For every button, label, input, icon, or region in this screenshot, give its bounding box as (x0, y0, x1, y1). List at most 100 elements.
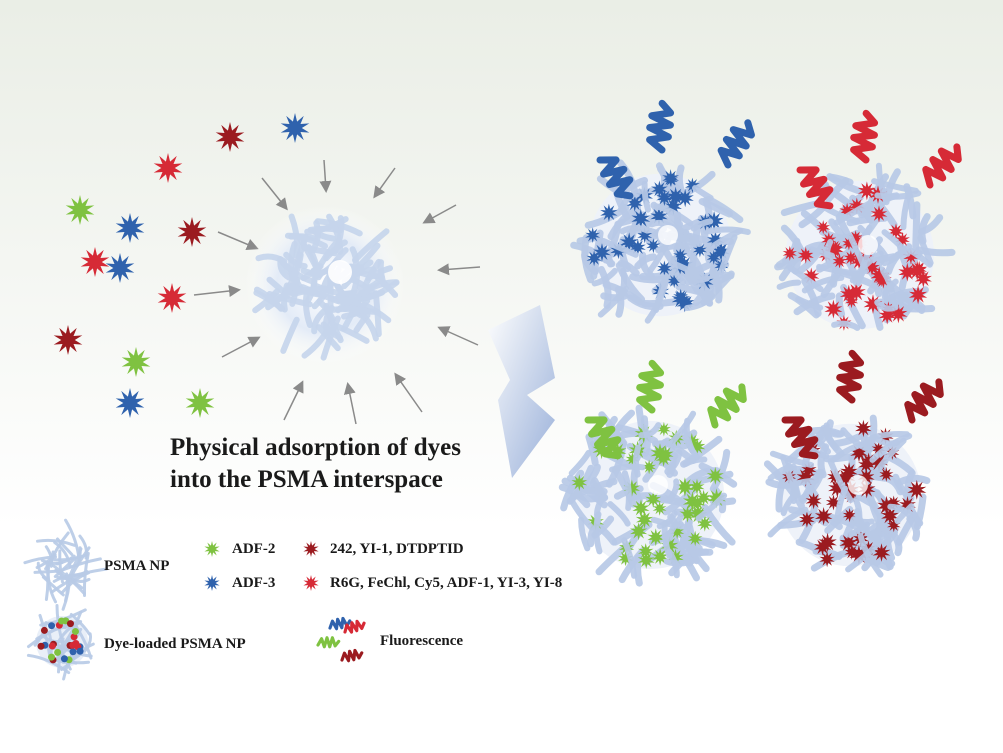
polymer-fiber (311, 308, 327, 335)
polymer-fiber (641, 424, 651, 457)
star-dye-icon (801, 461, 817, 478)
fluorescence-wave-icon (717, 119, 755, 169)
star-dye-icon (303, 575, 319, 591)
star-dye-icon (706, 250, 721, 265)
star-dye-icon (675, 477, 695, 497)
caption: Physical adsorption of dyes into the PSM… (170, 432, 461, 496)
polymer-fiber (621, 470, 632, 511)
star-dye-icon (695, 489, 712, 506)
polymer-fiber (615, 261, 646, 303)
star-dye-icon (571, 474, 588, 491)
star-dye-icon (303, 541, 319, 557)
star-dye-icon (839, 533, 858, 553)
star-dye-icon (676, 189, 694, 208)
polymer-fiber (69, 613, 91, 636)
star-dye-icon (673, 248, 688, 264)
polymer-fiber (377, 259, 387, 288)
legend-dye-loaded-label: Dye-loaded PSMA NP (104, 636, 246, 652)
star-dye-icon (907, 479, 927, 500)
dye-loaded-np-darkred (763, 414, 931, 578)
fluorescence-wave-icon (904, 378, 944, 424)
star-dye-icon (805, 492, 822, 510)
polymer-fiber (619, 224, 651, 235)
polymer-fiber (320, 321, 343, 341)
polymer-fiber (313, 238, 341, 275)
polymer-fiber (798, 468, 825, 503)
polymer-fiber (284, 232, 328, 250)
polymer-fiber (906, 515, 921, 542)
star-dye-icon (908, 285, 928, 305)
star-dye-icon (869, 452, 889, 472)
star-dye-icon (796, 467, 815, 487)
star-dye-icon (899, 496, 916, 514)
star-dye-icon (849, 545, 869, 565)
star-dye-icon (177, 217, 207, 247)
star-dye-icon (665, 197, 682, 216)
star-dye-icon (632, 499, 650, 518)
star-dye-icon (911, 261, 927, 278)
fluorescence-wave-icon (796, 166, 834, 210)
polymer-fiber (327, 305, 372, 315)
adsorption-arrow (319, 159, 332, 193)
star-dye-icon (832, 253, 847, 269)
polymer-fiber (767, 506, 809, 538)
legend-fluorescence-label: Fluorescence (380, 633, 464, 649)
legend-adf3-label: ADF-3 (232, 575, 276, 591)
star-dye-icon (53, 325, 83, 355)
legend-dark-red-dyes-label: 242, YI-1, DTDPTID (330, 541, 464, 557)
star-dye-icon (842, 508, 857, 523)
polymer-fiber (578, 516, 591, 552)
polymer-fiber (894, 503, 915, 525)
star-dye-icon (824, 299, 843, 319)
polymer-fiber (801, 274, 845, 294)
star-dye-icon (608, 441, 627, 461)
polymer-fiber (26, 653, 71, 675)
polymer-fiber (254, 286, 285, 312)
adsorption-arrow (437, 326, 479, 346)
star-dye-icon (814, 537, 832, 556)
star-dye-icon (814, 507, 833, 526)
star-dye-icon (871, 441, 886, 457)
polymer-fiber (591, 267, 618, 287)
polymer-fiber (668, 410, 697, 446)
star-dye-icon (204, 541, 220, 557)
star-dye-icon (836, 467, 856, 488)
star-dye-icon (872, 543, 891, 562)
fluorescence-wave-icon (922, 143, 962, 189)
legend-red-dyes-label: R6G, FeChl, Cy5, ADF-1, YI-3, YI-8 (330, 575, 563, 591)
polymer-fiber (44, 560, 50, 601)
polymer-fiber (874, 190, 922, 200)
star-dye-icon (667, 273, 682, 289)
star-dye-icon (877, 495, 896, 516)
caption-line-2: into the PSMA interspace (170, 466, 443, 493)
star-dye-icon (656, 189, 673, 207)
star-dye-icon (857, 181, 876, 201)
polymer-fiber (653, 273, 670, 313)
polymer-fiber (854, 508, 875, 541)
star-dye-icon (689, 438, 706, 456)
polymer-fiber (38, 613, 51, 656)
star-dye-icon (860, 452, 877, 470)
caption-line-1: Physical adsorption of dyes (170, 434, 462, 461)
star-dye-icon (651, 548, 669, 566)
star-dye-icon (157, 283, 187, 313)
polymer-fiber (581, 251, 599, 275)
polymer-fiber (780, 492, 797, 516)
polymer-fiber (583, 463, 601, 487)
star-dye-icon (105, 253, 135, 283)
star-dye-icon (828, 478, 847, 498)
polymer-fiber (887, 503, 913, 519)
star-dye-icon (712, 242, 730, 261)
polymer-fiber (885, 251, 902, 276)
star-dye-icon (647, 528, 665, 547)
star-dye-icon (115, 388, 145, 418)
star-dye-icon (689, 478, 705, 495)
polymer-fiber (873, 437, 907, 476)
polymer-fiber (576, 233, 602, 245)
polymer-fiber (353, 312, 371, 334)
polymer-fiber (681, 428, 701, 461)
polymer-fiber (692, 185, 714, 201)
np-highlight (858, 235, 878, 255)
